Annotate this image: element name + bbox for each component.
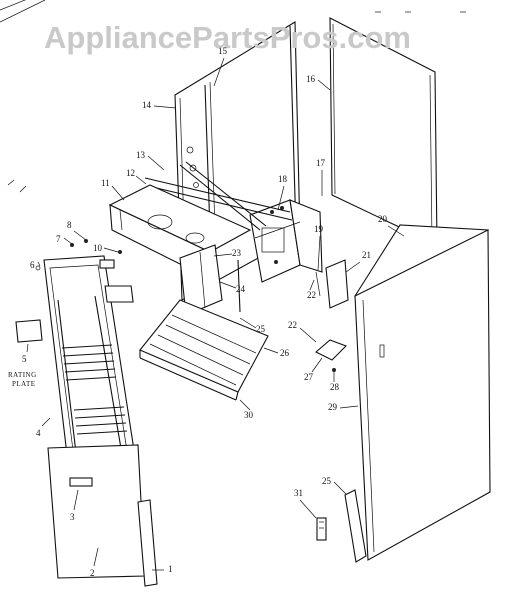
callout-11: 11 xyxy=(101,178,110,188)
callout-26: 26 xyxy=(280,348,290,358)
louver-block-lower xyxy=(73,406,128,435)
part-2-lower-door xyxy=(47,444,146,579)
part-21-clip xyxy=(315,259,349,309)
rating-plate-label-line1: RATING xyxy=(8,371,37,379)
part-4-front-panel xyxy=(43,255,139,481)
callout-10: 10 xyxy=(93,243,103,253)
part-13-rails xyxy=(144,161,293,231)
callout-14: 14 xyxy=(142,100,152,110)
leader-lines xyxy=(26,57,405,571)
part-5-rating-plate xyxy=(15,319,43,343)
callout-4: 4 xyxy=(36,428,41,438)
part-26-tray xyxy=(139,299,269,401)
callout-22b: 22 xyxy=(288,320,297,330)
part-18-blower-box xyxy=(249,199,323,283)
callout-25b: 25 xyxy=(322,476,332,486)
callout-21: 21 xyxy=(362,250,371,260)
part-24-bracket xyxy=(179,244,241,316)
callout-5: 5 xyxy=(22,354,27,364)
small-fasteners xyxy=(35,239,122,271)
part-29-cabinet-panel xyxy=(354,229,491,561)
callout-27: 27 xyxy=(304,372,314,382)
callout-20: 20 xyxy=(378,214,388,224)
part-27-bracket xyxy=(315,339,347,372)
callout-6: 6 xyxy=(30,260,35,270)
callout-3: 3 xyxy=(70,512,75,522)
callout-28: 28 xyxy=(330,382,340,392)
callout-7: 7 xyxy=(56,234,61,244)
callout-22a: 22 xyxy=(307,290,316,300)
watermark: AppliancePartsPros.com xyxy=(44,20,411,55)
callout-18: 18 xyxy=(278,174,288,184)
part-1-edge-strip xyxy=(137,499,158,587)
callout-30: 30 xyxy=(244,410,254,420)
callout-19: 19 xyxy=(314,224,324,234)
callout-13: 13 xyxy=(136,150,146,160)
callout-1: 1 xyxy=(168,564,173,574)
callout-24: 24 xyxy=(236,284,246,294)
callout-29: 29 xyxy=(328,402,338,412)
part-25-edge-strip xyxy=(344,489,367,563)
corner-marks xyxy=(0,0,466,193)
callout-8: 8 xyxy=(67,220,72,230)
callout-numbers: 1 2 3 4 5 6 7 8 10 11 12 13 14 15 16 17 … xyxy=(22,46,388,578)
callout-31: 31 xyxy=(294,488,303,498)
part-31-latch xyxy=(316,517,327,541)
callout-16: 16 xyxy=(306,74,316,84)
callout-12: 12 xyxy=(126,168,135,178)
callout-23: 23 xyxy=(232,248,242,258)
callout-17: 17 xyxy=(316,158,326,168)
callout-15: 15 xyxy=(218,46,228,56)
rating-plate-label-line2: PLATE xyxy=(12,380,36,388)
callout-25a: 25 xyxy=(256,324,266,334)
callout-2: 2 xyxy=(90,568,95,578)
